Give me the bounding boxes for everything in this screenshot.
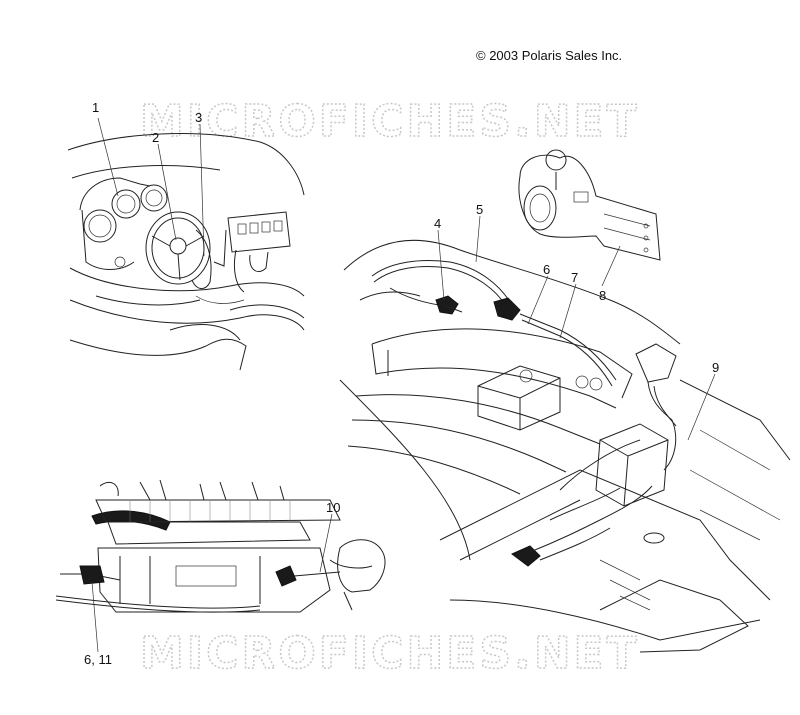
callout-8: 8: [599, 288, 606, 303]
callout-3: 3: [195, 110, 202, 125]
engine-illustration: [55, 479, 386, 613]
hull-illustration: [339, 149, 791, 653]
callout-2: 2: [152, 130, 159, 145]
callout-1: 1: [92, 100, 99, 115]
callout-5: 5: [476, 202, 483, 217]
callout-9: 9: [712, 360, 719, 375]
callout-7: 7: [571, 270, 578, 285]
watermark-top: MICROFICHES.NET: [140, 96, 640, 147]
callout-10: 10: [326, 500, 340, 515]
callout-6-11: 6, 11: [84, 652, 112, 667]
callout-6: 6: [543, 262, 550, 277]
watermark-bottom: MICROFICHES.NET: [140, 628, 640, 679]
callout-leaders: [91, 117, 716, 653]
callout-4: 4: [434, 216, 441, 231]
dashboard-illustration: [67, 133, 305, 371]
copyright-notice: © 2003 Polaris Sales Inc.: [476, 48, 623, 63]
